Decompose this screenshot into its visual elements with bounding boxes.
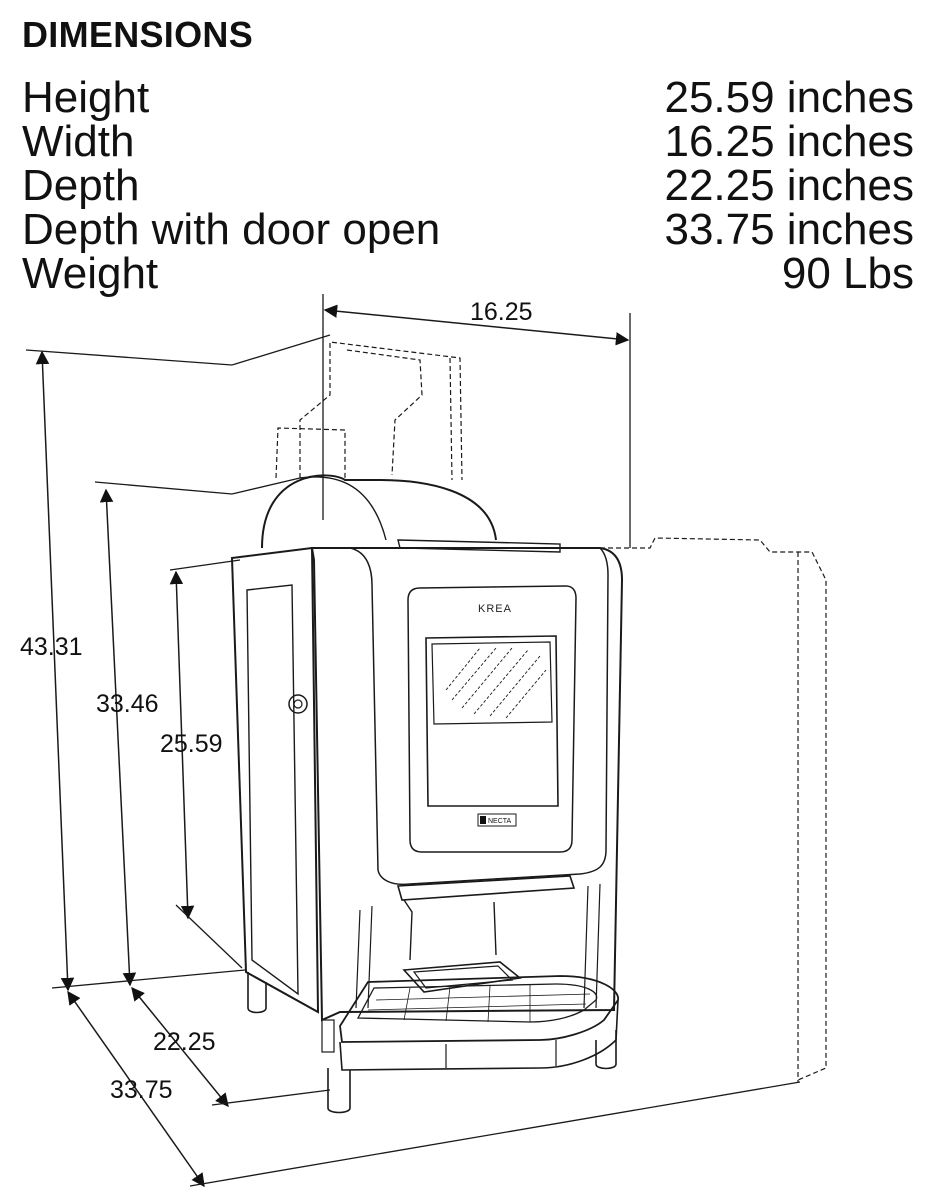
spec-row-height: Height 25.59 inches (22, 76, 914, 120)
drip-tray (339, 975, 619, 1071)
depth-label: 22.25 (153, 1028, 216, 1056)
total-height-label: 43.31 (20, 633, 83, 661)
necta-logo-icon (480, 816, 486, 824)
height-dimensions: 43.31 33.46 25.59 (20, 334, 331, 992)
logo-label: NECTA (488, 818, 512, 825)
touch-screen: NECTA (425, 635, 559, 827)
spec-label: Height (22, 73, 150, 122)
spec-label: Depth with door open (22, 205, 441, 254)
machine-body: KREA (310, 547, 624, 1022)
depth-dimensions: 22.25 33.75 (51, 969, 801, 1188)
spec-value: 16.25 inches (664, 117, 914, 166)
spec-value: 33.75 inches (664, 205, 914, 254)
body-height-label: 25.59 (160, 730, 223, 758)
brand-label: KREA (478, 603, 512, 615)
door-lock-icon (288, 694, 308, 714)
width-dimension: 16.25 (322, 294, 631, 548)
page-title: DIMENSIONS (22, 14, 254, 55)
mid-height-label: 33.46 (96, 690, 159, 718)
spec-label: Depth (22, 161, 140, 210)
spec-row-weight: Weight 90 Lbs (22, 252, 914, 296)
width-dimension-label: 16.25 (470, 298, 533, 326)
side-door (230, 546, 320, 1014)
depth-open-label: 33.75 (110, 1076, 173, 1104)
dispenser-area (355, 875, 601, 1009)
hopper-extension-outline (275, 341, 463, 481)
spec-value: 25.59 inches (664, 73, 914, 122)
spec-value: 22.25 inches (664, 161, 914, 210)
spec-row-depth: Depth 22.25 inches (22, 164, 914, 208)
logo-badge (477, 813, 517, 827)
spec-row-depth-door-open: Depth with door open 33.75 inches (22, 208, 914, 252)
spec-table: Height 25.59 inches Width 16.25 inches D… (22, 76, 914, 296)
spec-row-width: Width 16.25 inches (22, 120, 914, 164)
spec-label: Weight (22, 249, 159, 298)
top-hood (261, 474, 561, 553)
machine-legs (247, 972, 617, 1114)
spec-value: 90 Lbs (781, 249, 914, 298)
spec-label: Width (22, 117, 135, 166)
open-door-outline (600, 537, 827, 1082)
